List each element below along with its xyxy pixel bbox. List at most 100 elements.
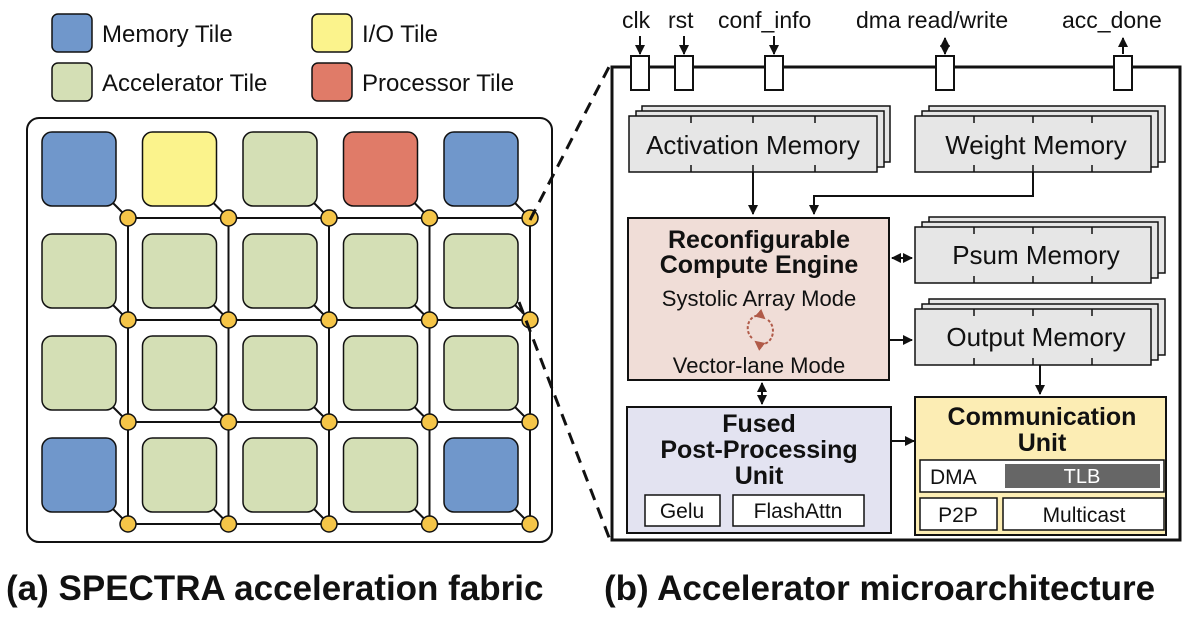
port-clk: [630, 55, 650, 91]
accelerator-tile: [242, 233, 318, 309]
accelerator-tile: [41, 335, 117, 411]
router-node: [420, 413, 439, 431]
activation-memory-label: Activation Memory: [646, 130, 860, 160]
systolic-mode-label: Systolic Array Mode: [662, 286, 856, 311]
legend-label-processor: Processor Tile: [362, 70, 514, 97]
router-node: [219, 515, 238, 533]
router-node: [219, 209, 238, 227]
compute-engine: Reconfigurable Compute Engine Systolic A…: [627, 217, 890, 381]
router-node: [119, 209, 137, 227]
accelerator-tile: [141, 437, 218, 513]
p2p-label: P2P: [938, 504, 978, 527]
flashattn-block: [732, 494, 865, 527]
router-node: [320, 413, 338, 431]
legend-swatch-processor: [311, 62, 353, 102]
fabric-tiles: [41, 131, 519, 513]
mode-switch-icon: [746, 308, 774, 351]
router-node: [119, 413, 137, 431]
legend-swatch-accelerator: [51, 62, 93, 102]
accelerator-panel: clk rst conf_info dma read/write acc_don…: [610, 7, 1182, 542]
processor-tile: [342, 131, 419, 207]
router-node: [320, 515, 338, 533]
flashattn-label: FlashAttn: [754, 500, 843, 523]
vector-mode-label: Vector-lane Mode: [673, 353, 845, 378]
router-node: [420, 311, 439, 329]
gelu-block: [644, 494, 721, 527]
signal-dma: dma read/write: [856, 7, 1008, 33]
compute-engine-title-2: Compute Engine: [660, 251, 859, 279]
weight-memory-label: Weight Memory: [945, 130, 1127, 160]
accelerator-tile: [242, 335, 318, 411]
psum-memory: Psum Memory: [914, 216, 1166, 284]
compute-engine-title-1: Reconfigurable: [668, 226, 850, 254]
caption-b: (b) Accelerator microarchitecture: [604, 569, 1155, 608]
accelerator-tile: [41, 233, 117, 309]
comm-title-2: Unit: [1018, 429, 1067, 457]
accelerator-tile: [342, 437, 419, 513]
signal-clk: clk: [622, 7, 651, 33]
legend-label-io: I/O Tile: [362, 21, 438, 48]
psum-memory-label: Psum Memory: [952, 240, 1120, 270]
signal-rst: rst: [668, 7, 694, 33]
fabric-border: [26, 117, 553, 543]
accelerator-tile: [443, 233, 519, 309]
dma-label: DMA: [930, 466, 977, 489]
p2p-block: [919, 497, 998, 531]
accelerator-tile: [141, 233, 218, 309]
arrow-weight-to-engine: [809, 172, 1034, 215]
accelerator-tile: [342, 233, 419, 309]
zoom-line-top: [528, 64, 612, 221]
memory-tile: [41, 437, 117, 513]
signal-ports: [630, 36, 1133, 91]
fabric-panel: [26, 117, 553, 543]
router-node: [521, 311, 539, 329]
fabric-routers: [119, 209, 539, 533]
post-title-3: Unit: [735, 462, 784, 490]
legend-label-memory: Memory Tile: [102, 21, 233, 48]
accelerator-tile: [242, 437, 318, 513]
io-tile: [141, 131, 218, 207]
accelerator-tile: [342, 335, 419, 411]
port-rst: [674, 55, 694, 91]
output-memory-label: Output Memory: [946, 322, 1125, 352]
activation-memory: Activation Memory: [628, 105, 891, 173]
memory-tile: [443, 437, 519, 513]
accelerator-tile: [242, 131, 318, 207]
memory-tile: [443, 131, 519, 207]
tlb-label: TLB: [1064, 466, 1101, 488]
router-node: [521, 413, 539, 431]
router-node: [521, 515, 539, 533]
gelu-label: Gelu: [660, 500, 704, 523]
port-conf-info: [764, 55, 784, 91]
signal-conf-info: conf_info: [718, 7, 811, 33]
multicast-label: Multicast: [1043, 504, 1126, 527]
port-dma: [935, 55, 955, 91]
memory-tile: [41, 131, 117, 207]
legend: Memory Tile I/O Tile Accelerator Tile Pr…: [51, 13, 514, 102]
caption-a: (a) SPECTRA acceleration fabric: [6, 569, 543, 608]
post-processing-unit: Fused Post-Processing Unit Gelu FlashAtt…: [626, 406, 892, 534]
communication-unit: Communication Unit DMA TLB P2P Multicast: [914, 396, 1167, 536]
router-node: [320, 209, 338, 227]
tlb-block: [1005, 464, 1160, 488]
accelerator-tile: [141, 335, 218, 411]
router-node: [119, 311, 137, 329]
router-node: [320, 311, 338, 329]
legend-swatch-memory: [51, 13, 93, 53]
port-acc-done: [1113, 55, 1133, 91]
comm-title-1: Communication: [948, 403, 1137, 431]
accelerator-tile: [443, 335, 519, 411]
router-node: [420, 515, 439, 533]
zoom-line-bottom: [517, 301, 612, 541]
router-node: [219, 413, 238, 431]
post-title-2: Post-Processing: [660, 436, 857, 464]
multicast-block: [1002, 497, 1165, 531]
signal-acc-done: acc_done: [1062, 7, 1162, 33]
router-node: [420, 209, 439, 227]
router-node: [119, 515, 137, 533]
router-node: [219, 311, 238, 329]
weight-memory: Weight Memory: [914, 105, 1166, 173]
post-title-1: Fused: [722, 410, 796, 438]
legend-label-accelerator: Accelerator Tile: [102, 70, 267, 97]
